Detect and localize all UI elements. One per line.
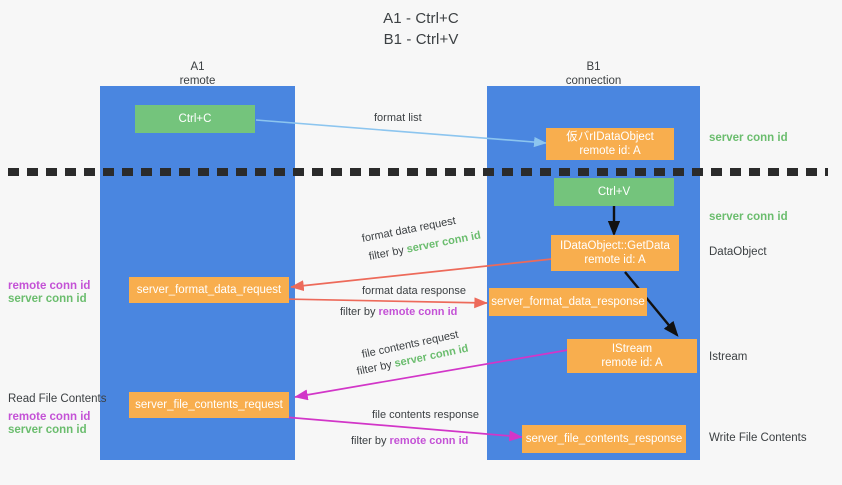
node-istream[interactable]: IStream remote id: A xyxy=(567,339,697,373)
node-server-format-data-request[interactable]: server_format_data_request xyxy=(129,277,289,303)
filter-prefix: filter by xyxy=(355,358,396,378)
left-label-server-conn-id-1: server conn id xyxy=(8,293,87,305)
left-label-remote-conn-id-2: remote conn id xyxy=(8,411,91,423)
node-server-file-contents-request-label: server_file_contents_request xyxy=(135,399,283,411)
node-server-file-contents-response-label: server_file_contents_response xyxy=(525,433,683,445)
node-istream-line1: IStream xyxy=(611,343,653,355)
right-label-write-file-contents: Write File Contents xyxy=(709,432,807,444)
right-label-server-conn-id-1: server conn id xyxy=(709,132,788,144)
node-idataobject-top[interactable]: 仮バrIDataObject remote id: A xyxy=(546,128,674,160)
node-idataobject-getdata-line1: IDataObject::GetData xyxy=(560,240,670,252)
node-ctrl-v[interactable]: Ctrl+V xyxy=(554,178,674,206)
node-idataobject-top-line2: remote id: A xyxy=(579,145,641,157)
column-a1-subtitle: remote xyxy=(179,75,216,87)
title-line-2: B1 - Ctrl+V xyxy=(383,31,459,48)
node-idataobject-getdata[interactable]: IDataObject::GetData remote id: A xyxy=(551,235,679,271)
node-server-format-data-response-label: server_format_data_response xyxy=(491,296,645,308)
filter-prefix: filter by xyxy=(367,243,408,263)
left-label-read-file-contents: Read File Contents xyxy=(8,393,107,405)
column-header-a1: A1 remote xyxy=(100,60,295,88)
title-line-1: A1 - Ctrl+C xyxy=(383,10,459,27)
node-server-format-data-request-label: server_format_data_request xyxy=(136,284,282,296)
diagram-title: A1 - Ctrl+C B1 - Ctrl+V xyxy=(0,8,842,50)
node-server-format-data-response[interactable]: server_format_data_response xyxy=(489,288,647,316)
node-idataobject-getdata-line2: remote id: A xyxy=(584,254,646,266)
node-ctrl-c-label: Ctrl+C xyxy=(178,113,212,125)
node-idataobject-top-line1: 仮バrIDataObject xyxy=(566,131,654,143)
column-b1-name: B1 xyxy=(586,61,601,73)
filter-value-remote-conn-id: remote conn id xyxy=(378,306,458,318)
edge-label-format-data-response: format data response xyxy=(362,284,466,298)
column-b1-subtitle: connection xyxy=(565,75,622,87)
right-label-server-conn-id-2: server conn id xyxy=(709,211,788,223)
column-a1-name: A1 xyxy=(190,61,205,73)
left-label-server-conn-id-2: server conn id xyxy=(8,424,87,436)
edge-label-file-contents-response-text: file contents response xyxy=(372,409,480,421)
edge-label-format-data-response-filter: filter by remote conn id xyxy=(340,305,457,319)
edge-label-format-data-response-text: format data response xyxy=(362,285,466,297)
edge-label-file-contents-response: file contents response xyxy=(372,408,479,422)
edge-label-file-contents-response-filter: filter by remote conn id xyxy=(351,434,468,448)
node-server-file-contents-request[interactable]: server_file_contents_request xyxy=(129,392,289,418)
node-ctrl-v-label: Ctrl+V xyxy=(597,186,631,198)
node-ctrl-c[interactable]: Ctrl+C xyxy=(135,105,255,133)
dashed-separator xyxy=(8,168,828,176)
filter-value-remote-conn-id: remote conn id xyxy=(389,435,469,447)
filter-prefix: filter by xyxy=(351,435,390,447)
column-header-b1: B1 connection xyxy=(487,60,700,88)
edge-label-format-list: format list xyxy=(374,112,422,124)
node-server-file-contents-response[interactable]: server_file_contents_response xyxy=(522,425,686,453)
right-label-dataobject: DataObject xyxy=(709,246,767,258)
left-label-remote-conn-id-1: remote conn id xyxy=(8,280,91,292)
filter-prefix: filter by xyxy=(340,306,379,318)
right-label-istream: Istream xyxy=(709,351,748,363)
node-istream-line2: remote id: A xyxy=(601,357,663,369)
